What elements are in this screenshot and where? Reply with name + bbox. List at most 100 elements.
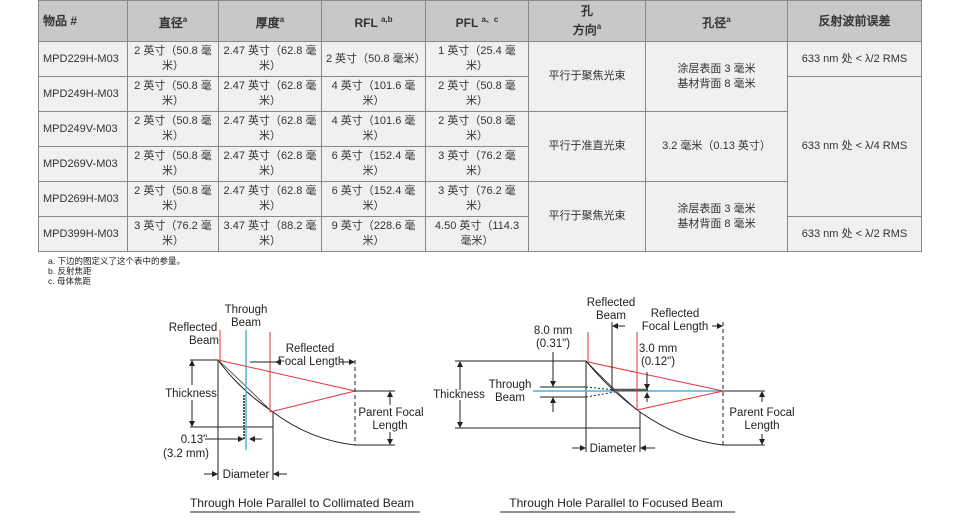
label: Beam — [189, 335, 219, 347]
table-row: MPD249V-M03 2 英寸（50.8 毫米） 2.47 英寸（62.8 毫… — [38, 111, 922, 182]
caption: Through Hole Parallel to Collimated Beam — [190, 496, 414, 510]
table-row: MPD229H-M03 2 英寸（50.8 毫米） 2.47 英寸（62.8 毫… — [38, 41, 922, 112]
footnote-ref: a、c — [481, 14, 499, 24]
caption: Through Hole Parallel to Focused Beam — [509, 496, 722, 510]
parabolic-surface — [217, 359, 356, 446]
cell-thickness: 2.47 英寸（62.8 毫米） — [218, 181, 322, 217]
table-header-row: 物品 # 直径a 厚度a RFL a,b PFL a、c 孔方向a 孔径a 反射… — [38, 0, 922, 42]
cell-rfl: 9 英寸（228.6 毫米） — [321, 216, 426, 252]
header-label: 厚度 — [255, 15, 280, 30]
label: 8.0 mm — [534, 325, 572, 337]
label: Through — [489, 379, 532, 391]
cell-thickness: 2.47 英寸（62.8 毫米） — [218, 41, 322, 77]
cell-pfl: 3 英寸（76.2 毫米） — [425, 181, 529, 217]
label: Thickness — [433, 389, 485, 401]
header-label: 孔径 — [702, 15, 727, 30]
cell-item: MPD229H-M03 — [38, 41, 128, 77]
cell-item: MPD249V-M03 — [38, 111, 128, 147]
cell-pfl: 1 英寸（25.4 毫米） — [425, 41, 529, 77]
footnote-ref: a — [279, 14, 285, 24]
diagram-collimated — [189, 330, 420, 513]
cell-diameter: 2 英寸（50.8 毫米） — [127, 76, 219, 112]
label: Reflected — [169, 322, 218, 334]
label: Length — [372, 420, 407, 432]
table-row: MPD399H-M03 3 英寸（76.2 毫米） 3.47 英寸（88.2 毫… — [38, 216, 922, 252]
label: 0.13" — [181, 434, 207, 446]
table-row: MPD269V-M03 2 英寸（50.8 毫米） 2.47 英寸（62.8 毫… — [38, 146, 922, 182]
footnotes: a. 下边的图定义了这个表中的参量。 b. 反射焦距 c. 母体焦距 — [48, 256, 185, 286]
cell-thickness: 2.47 英寸（62.8 毫米） — [218, 146, 322, 182]
footnote-a: a. 下边的图定义了这个表中的参量。 — [48, 256, 185, 266]
label: Beam — [495, 392, 525, 404]
cell-item: MPD249H-M03 — [38, 76, 128, 112]
cell-rfl: 4 英寸（101.6 毫米） — [321, 111, 426, 147]
header-rfl: RFL a,b — [321, 0, 426, 42]
label: Through — [225, 304, 268, 316]
label: 3.0 mm — [639, 343, 677, 355]
specs-table: 物品 # 直径a 厚度a RFL a,b PFL a、c 孔方向a 孔径a 反射… — [38, 0, 922, 252]
label: Length — [744, 420, 779, 432]
cell-diameter: 2 英寸（50.8 毫米） — [127, 181, 219, 217]
footnote-c: c. 母体焦距 — [48, 276, 91, 286]
cell-pfl: 3 英寸（76.2 毫米） — [425, 146, 529, 182]
hole-line: 涂层表面 3 毫米 — [677, 62, 756, 75]
header-label: 直径 — [158, 15, 183, 30]
label: (0.12") — [641, 356, 675, 368]
cell-wavefront: 633 nm 处 < λ/2 RMS — [787, 41, 922, 77]
cell-pfl: 2 英寸（50.8 毫米） — [425, 76, 529, 112]
label: (0.31") — [536, 338, 570, 350]
label: Beam — [231, 317, 261, 329]
cell-hole-diameter: 3.2 毫米（0.13 英寸） — [645, 111, 788, 182]
header-wavefront: 反射波前误差 — [787, 0, 922, 42]
cell-rfl: 2 英寸（50.8 毫米） — [321, 41, 426, 77]
header-label: 孔 — [580, 4, 593, 18]
label: Reflected — [651, 308, 700, 320]
diagram-focused — [455, 322, 765, 513]
cell-thickness: 2.47 英寸（62.8 毫米） — [218, 111, 322, 147]
cell-wavefront: 633 nm 处 < λ/2 RMS — [787, 216, 922, 252]
label: Reflected — [587, 297, 636, 309]
header-label: RFL — [354, 15, 378, 30]
cell-item: MPD399H-M03 — [38, 216, 128, 252]
cell-diameter: 2 英寸（50.8 毫米） — [127, 111, 219, 147]
footnote-ref: a — [596, 22, 602, 31]
hole-line: 基材背面 8 毫米 — [677, 77, 756, 90]
label: Reflected — [286, 343, 335, 355]
header-label: 方向 — [572, 23, 597, 37]
cell-rfl: 6 英寸（152.4 毫米） — [321, 181, 426, 217]
diagram-collimated-labels: Through Beam Reflected Beam Reflected Fo… — [163, 304, 424, 510]
label: Parent Focal — [358, 407, 423, 419]
cell-orientation: 平行于准直光束 — [528, 111, 646, 182]
cell-hole-diameter: 涂层表面 3 毫米基材背面 8 毫米 — [645, 181, 788, 252]
footnote-ref: a — [182, 14, 188, 24]
footnote-ref: a — [726, 14, 731, 24]
header-hole-diameter: 孔径a — [645, 0, 788, 42]
header-label: PFL — [455, 15, 479, 30]
footnote-b: b. 反射焦距 — [48, 266, 92, 276]
parabolic-surface — [585, 360, 724, 446]
cell-wavefront: 633 nm 处 < λ/4 RMS — [787, 76, 922, 217]
table-row: MPD269H-M03 2 英寸（50.8 毫米） 2.47 英寸（62.8 毫… — [38, 181, 922, 252]
cell-orientation: 平行于聚焦光束 — [528, 41, 646, 112]
label: Parent Focal — [729, 407, 794, 419]
cell-item: MPD269V-M03 — [38, 146, 128, 182]
header-item: 物品 # — [38, 0, 128, 42]
hole-line: 基材背面 8 毫米 — [677, 217, 756, 230]
cell-diameter: 2 英寸（50.8 毫米） — [127, 41, 219, 77]
label: Thickness — [165, 388, 217, 400]
label: (3.2 mm) — [163, 448, 209, 460]
cell-diameter: 2 英寸（50.8 毫米） — [127, 146, 219, 182]
header-label: 反射波前误差 — [818, 13, 891, 28]
cell-rfl: 4 英寸（101.6 毫米） — [321, 76, 426, 112]
diagram-focused-labels: Reflected Beam Reflected Focal Length 8.… — [433, 297, 794, 510]
label: Diameter — [223, 469, 270, 481]
hole-line: 涂层表面 3 毫米 — [677, 202, 756, 215]
label: Focal Length — [642, 321, 709, 333]
cell-item: MPD269H-M03 — [38, 181, 128, 217]
cell-pfl: 4.50 英寸（114.3 毫米） — [425, 216, 529, 252]
cell-diameter: 3 英寸（76.2 毫米） — [127, 216, 219, 252]
label: Beam — [596, 310, 626, 322]
reflected-beam — [587, 332, 724, 411]
footnote-ref: a,b — [380, 14, 393, 24]
